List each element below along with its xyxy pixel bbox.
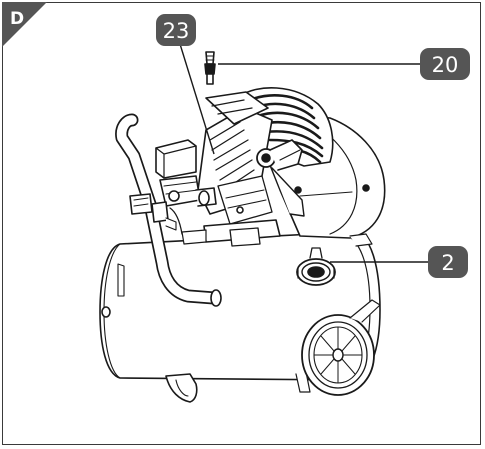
tank-foot xyxy=(165,371,311,403)
leader-23 xyxy=(179,43,215,155)
pressure-gauge xyxy=(296,247,336,286)
figure-frame xyxy=(2,2,481,445)
compressor-drawing xyxy=(99,51,386,403)
corner-tab: D xyxy=(2,2,47,47)
pump-mount xyxy=(181,219,281,247)
outlet-fittings xyxy=(129,193,183,235)
callout-20: 20 xyxy=(420,48,470,80)
safety-valve xyxy=(204,51,216,85)
wheel xyxy=(301,299,381,396)
corner-label: D xyxy=(10,9,24,29)
callout-20-label: 20 xyxy=(432,53,459,77)
leader-lines xyxy=(179,43,428,263)
callout-2: 2 xyxy=(428,246,468,278)
pressure-switch xyxy=(155,139,217,207)
callout-2-label: 2 xyxy=(441,251,454,275)
callout-23-label: 23 xyxy=(163,19,190,43)
callout-23: 23 xyxy=(156,14,196,46)
pump-block xyxy=(197,91,305,225)
